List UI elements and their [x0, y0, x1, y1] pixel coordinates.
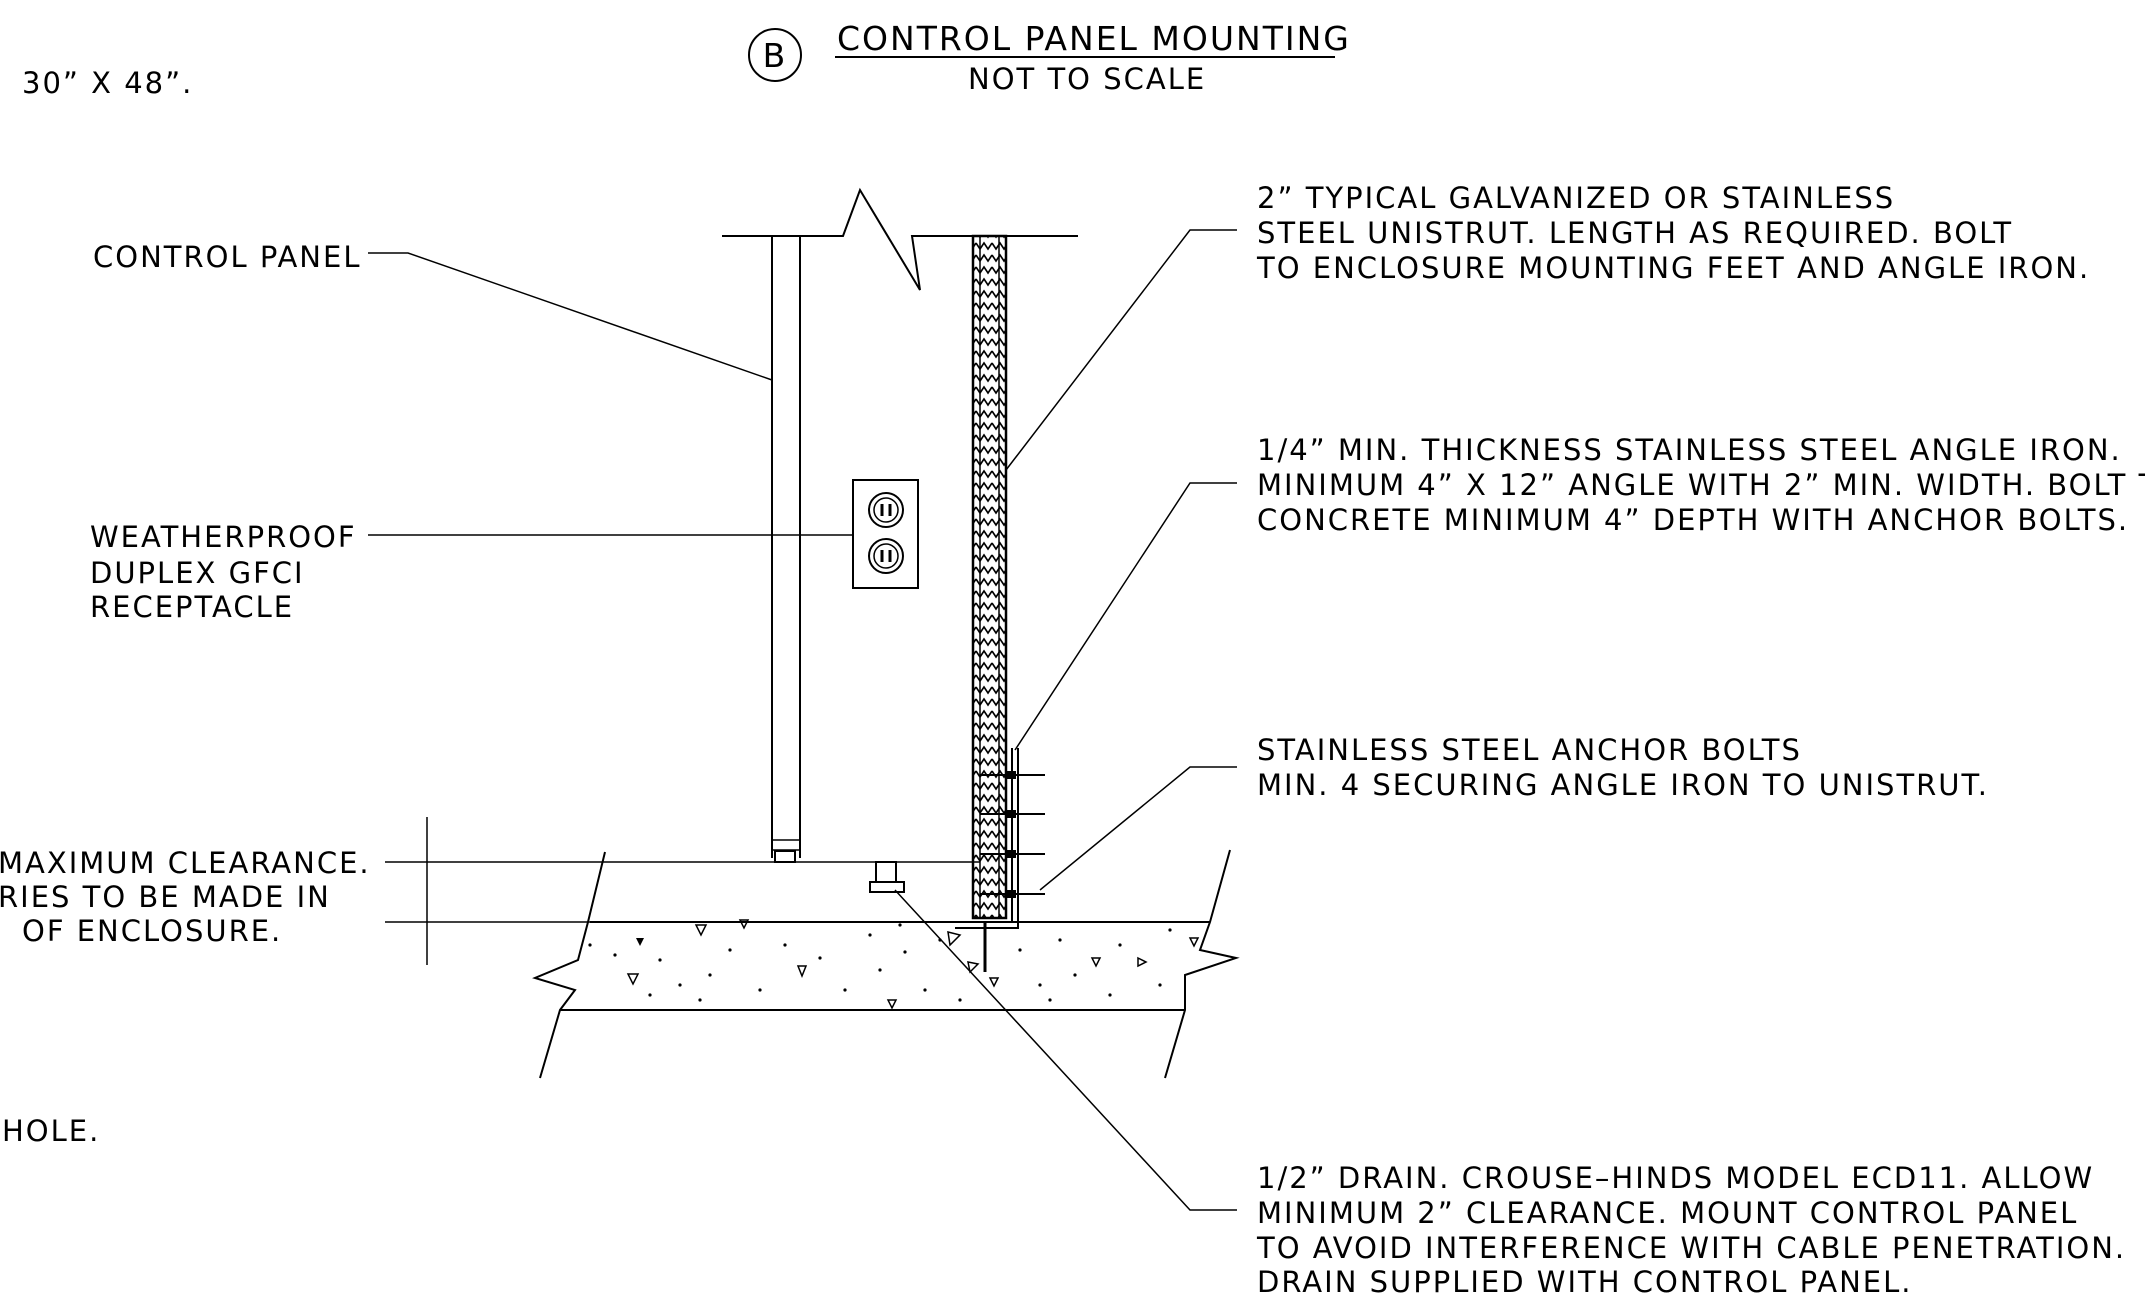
title-block: B CONTROL PANEL MOUNTING NOT TO SCALE	[748, 19, 1351, 96]
detail-marker-letter: B	[763, 36, 788, 75]
label-control-panel: CONTROL PANEL	[93, 240, 361, 274]
anchor-bolts	[980, 771, 1045, 972]
note-drain-3: TO AVOID INTERFERENCE WITH CABLE PENETRA…	[1256, 1231, 2126, 1265]
concrete-aggregate	[588, 919, 1200, 1010]
receptacle-icon	[852, 479, 919, 589]
label-receptacle-1: WEATHERPROOF	[90, 520, 357, 554]
label-clearance-2: RIES TO BE MADE IN	[0, 880, 331, 914]
note-drain-2: MINIMUM 2” CLEARANCE. MOUNT CONTROL PANE…	[1257, 1196, 2078, 1230]
note-unistrut-1: 2” TYPICAL GALVANIZED OR STAINLESS	[1257, 181, 1895, 215]
concrete-pad	[532, 849, 1240, 1079]
label-receptacle-2: DUPLEX GFCI	[90, 556, 305, 590]
break-line	[722, 187, 1078, 291]
drawing-title: CONTROL PANEL MOUNTING	[837, 19, 1351, 58]
detail-marker-circle	[748, 28, 802, 82]
top-left-size-note: 30” X 48”.	[22, 66, 193, 100]
label-clearance-3: OF ENCLOSURE.	[22, 914, 282, 948]
note-anchor-bolts-1: STAINLESS STEEL ANCHOR BOLTS	[1257, 733, 1802, 767]
unistrut-channel	[971, 234, 1008, 920]
drawing-subtitle: NOT TO SCALE	[968, 62, 1206, 96]
label-clearance-1: MAXIMUM CLEARANCE.	[0, 846, 371, 880]
note-anchor-bolts-2: MIN. 4 SECURING ANGLE IRON TO UNISTRUT.	[1257, 768, 1989, 802]
note-unistrut-2: STEEL UNISTRUT. LENGTH AS REQUIRED. BOLT	[1257, 216, 2013, 250]
leader-anchor-bolts	[1039, 766, 1237, 891]
label-hole: HOLE.	[2, 1114, 100, 1148]
note-angle-iron-2: MINIMUM 4” X 12” ANGLE WITH 2” MIN. WIDT…	[1257, 468, 2145, 502]
mounting-foot	[774, 850, 796, 863]
label-receptacle-3: RECEPTACLE	[90, 590, 294, 624]
leader-drain	[894, 889, 1237, 1211]
leader-control-panel	[368, 252, 773, 381]
leader-angle-iron	[1014, 482, 1237, 751]
note-drain-4: DRAIN SUPPLIED WITH CONTROL PANEL.	[1257, 1265, 1912, 1297]
note-drain-1: 1/2” DRAIN. CROUSE–HINDS MODEL ECD11. AL…	[1257, 1161, 2094, 1195]
note-unistrut-3: TO ENCLOSURE MOUNTING FEET AND ANGLE IRO…	[1256, 251, 2090, 285]
note-angle-iron-1: 1/4” MIN. THICKNESS STAINLESS STEEL ANGL…	[1257, 433, 2122, 467]
leader-unistrut	[1005, 229, 1237, 471]
note-angle-iron-3: CONCRETE MINIMUM 4” DEPTH WITH ANCHOR BO…	[1257, 503, 2129, 537]
control-panel-enclosure	[722, 187, 1078, 863]
drain-fitting	[869, 861, 905, 893]
